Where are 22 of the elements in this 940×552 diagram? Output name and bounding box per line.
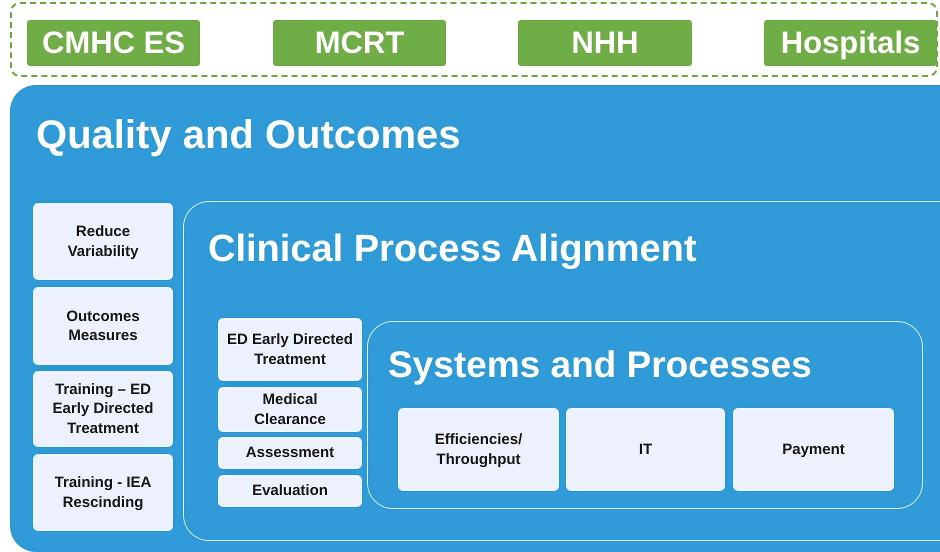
- nested-panel: [367, 321, 923, 509]
- item-label: Outcomes Measures: [33, 287, 173, 365]
- panel-title: Clinical Process Alignment: [208, 228, 697, 271]
- item-label: Training - IEA Rescinding: [33, 454, 173, 531]
- item-label: Efficiencies/ Throughput: [398, 408, 559, 491]
- stakeholder-label: MCRT: [273, 20, 446, 66]
- item-label: ED Early Directed Treatment: [218, 318, 362, 381]
- item-label: Evaluation: [218, 475, 362, 507]
- panel: [10, 85, 940, 552]
- item-label: Reduce Variability: [33, 203, 173, 280]
- item-label: Payment: [733, 408, 894, 491]
- panel-title: Systems and Processes: [388, 344, 812, 386]
- item-label: Assessment: [218, 437, 362, 469]
- panel-title: Quality and Outcomes: [36, 113, 461, 158]
- stakeholder-label: NHH: [518, 20, 692, 66]
- item-label: Medical Clearance: [218, 387, 362, 432]
- nested-panel: [183, 201, 940, 541]
- item-label: Training – ED Early Directed Treatment: [33, 371, 173, 447]
- dashed-group-frame: [10, 2, 938, 77]
- stakeholder-label: Hospitals: [764, 20, 937, 66]
- item-label: IT: [566, 408, 725, 491]
- stakeholder-label: CMHC ES: [27, 20, 200, 66]
